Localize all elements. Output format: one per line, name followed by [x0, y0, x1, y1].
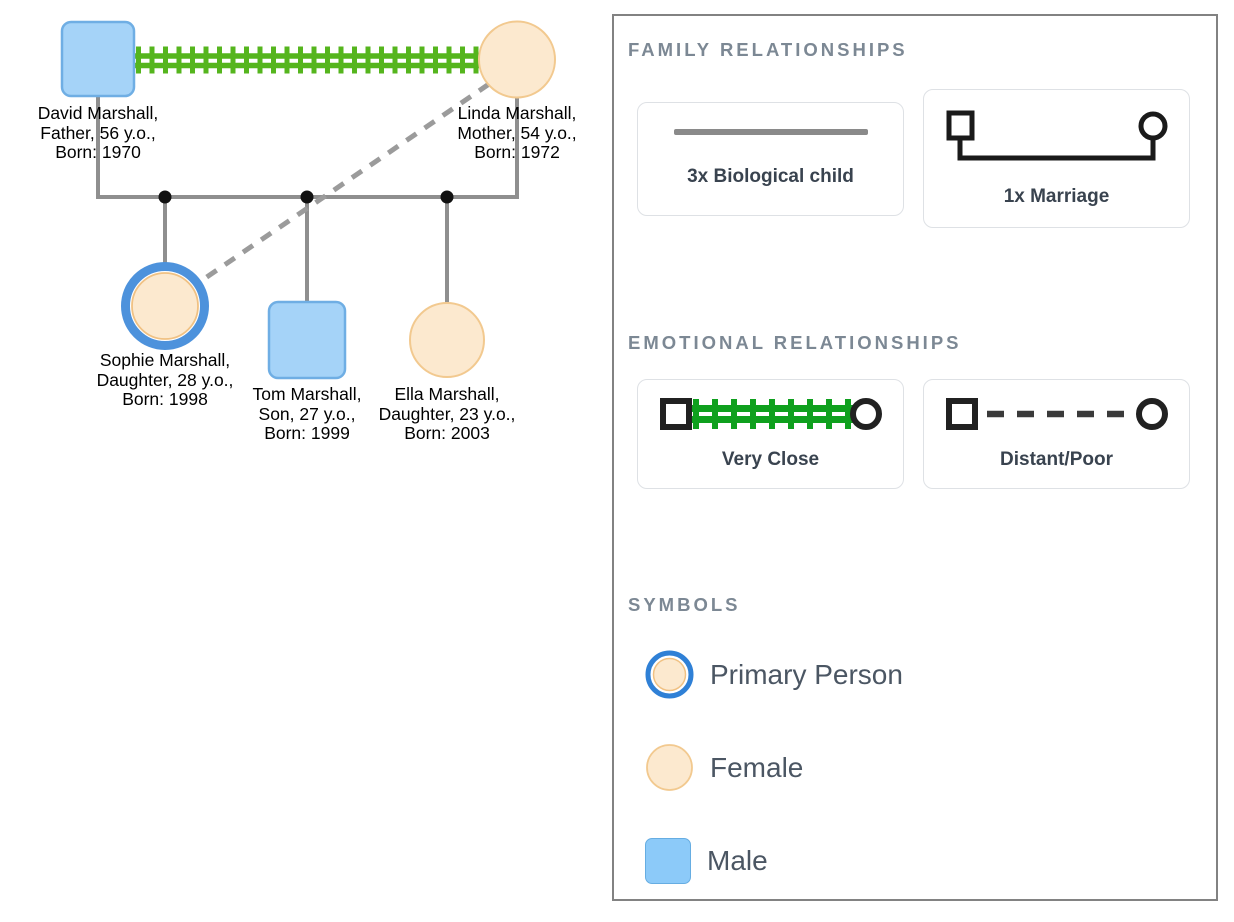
- person-role-age: Father, 56 y.o.,: [40, 122, 156, 143]
- legend-card-biological-child: 3x Biological child: [637, 101, 904, 216]
- person-shape-ella[interactable]: [409, 302, 485, 378]
- person-role-age: Mother, 54 y.o.,: [457, 122, 577, 143]
- person-role-age: Daughter, 23 y.o.,: [378, 403, 516, 424]
- person-born: Born: 2003: [404, 423, 490, 443]
- symbol-row-primary-person: Primary Person: [645, 650, 1202, 699]
- person-born: Born: 1998: [122, 389, 208, 409]
- legend-card-marriage: 1x Marriage: [923, 89, 1190, 228]
- person-label-sophie: Sophie Marshall, Daughter, 28 y.o., Born…: [75, 350, 255, 410]
- symbols-title: SYMBOLS: [628, 594, 741, 615]
- person-label-david: David Marshall, Father, 56 y.o., Born: 1…: [8, 103, 188, 163]
- distant-poor-line: [199, 81, 491, 284]
- person-name: Linda Marshall,: [457, 103, 577, 123]
- very-close-line: [134, 46, 479, 74]
- person-born: Born: 1972: [474, 142, 560, 162]
- primary-person-icon: [645, 650, 694, 699]
- family-relationships-title: FAMILY RELATIONSHIPS: [628, 39, 908, 60]
- symbol-row-female: Female: [645, 743, 1202, 792]
- person-name: Sophie Marshall,: [99, 350, 231, 370]
- person-shape-tom[interactable]: [267, 300, 347, 380]
- genogram-canvas: David Marshall, Father, 56 y.o., Born: 1…: [0, 0, 612, 520]
- legend-panel: FAMILY RELATIONSHIPS 3x Biological child…: [612, 14, 1218, 901]
- person-label-ella: Ella Marshall, Daughter, 23 y.o., Born: …: [357, 384, 537, 444]
- male-icon: [645, 837, 691, 884]
- person-shape-david[interactable]: [60, 20, 136, 98]
- female-icon: [646, 744, 693, 791]
- person-born: Born: 1999: [264, 423, 350, 443]
- person-name: Ella Marshall,: [394, 384, 500, 404]
- symbol-row-male: Male: [645, 836, 1202, 885]
- emotional-legend-row: Very Close Distant/Poor: [637, 379, 1202, 489]
- distant-poor-label: Distant/Poor: [1000, 449, 1113, 470]
- person-name: Tom Marshall,: [252, 384, 362, 404]
- very-close-label: Very Close: [721, 449, 820, 470]
- child-dot-ella: [440, 190, 454, 204]
- legend-card-distant-poor: Distant/Poor: [923, 379, 1190, 489]
- person-role-age: Daughter, 28 y.o.,: [96, 369, 234, 390]
- family-legend-row: 3x Biological child 1x Marriage: [637, 89, 1202, 228]
- emotional-relationships-title: EMOTIONAL RELATIONSHIPS: [628, 332, 962, 353]
- female-label: Female: [710, 751, 804, 783]
- person-shape-sophie[interactable]: [121, 262, 209, 350]
- legend-card-very-close: Very Close: [637, 379, 904, 489]
- male-label: Male: [707, 844, 768, 876]
- very-close-symbol-icon: [659, 398, 882, 430]
- child-dot-tom: [300, 190, 314, 204]
- person-role-age: Son, 27 y.o.,: [258, 403, 356, 424]
- child-dot-sophie: [158, 190, 172, 204]
- person-born: Born: 1970: [55, 142, 141, 162]
- primary-person-label: Primary Person: [710, 658, 903, 690]
- biological-child-line-icon: [673, 129, 868, 135]
- person-name: David Marshall,: [37, 103, 159, 123]
- person-shape-linda[interactable]: [478, 20, 556, 99]
- symbols-list: Primary Person Female Male: [645, 650, 1202, 885]
- person-label-linda: Linda Marshall, Mother, 54 y.o., Born: 1…: [427, 103, 607, 163]
- marriage-symbol-icon: [946, 110, 1167, 160]
- person-label-tom: Tom Marshall, Son, 27 y.o., Born: 1999: [217, 384, 397, 444]
- distant-poor-symbol-icon: [945, 398, 1168, 430]
- genogram-drawing: [60, 20, 556, 380]
- marriage-label: 1x Marriage: [1003, 185, 1110, 207]
- biological-child-label: 3x Biological child: [687, 166, 854, 187]
